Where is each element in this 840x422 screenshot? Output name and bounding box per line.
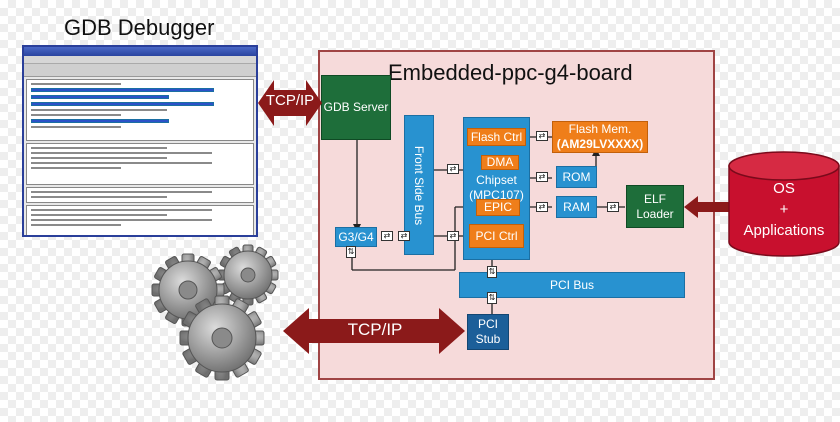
debugger-data-pane	[26, 79, 254, 141]
os-line3: Applications	[743, 222, 825, 239]
switch-icon: ⇄	[536, 172, 548, 182]
flash-mem-label-line2: (AM29LVXXXX)	[556, 137, 644, 151]
switch-icon: ⇄	[536, 202, 548, 212]
os-line1: OS	[773, 180, 795, 197]
gear-icon	[151, 244, 279, 381]
pci-ctrl-block: PCI Ctrl	[469, 224, 524, 248]
double-arrow-icon	[283, 308, 465, 354]
flash-ctrl-block: Flash Ctrl	[467, 128, 526, 146]
flash-mem-label: Flash Mem. (AM29LVXXXX)	[557, 122, 643, 152]
epic-label: EPIC	[483, 200, 512, 214]
debugger-source-pane	[26, 143, 254, 185]
debugger-window	[22, 45, 258, 237]
os-apps-label: OS + Applications	[728, 178, 840, 241]
elf-loader-label: ELF Loader	[636, 192, 673, 222]
debugger-toolbar	[24, 64, 256, 77]
g3g4-label: G3/G4	[338, 229, 374, 244]
debugger-asm-pane	[26, 187, 254, 203]
switch-icon: ⇄	[607, 202, 619, 212]
switch-icon: ⇅	[487, 266, 497, 278]
switch-icon: ⇄	[447, 164, 459, 174]
debugger-title: GDB Debugger	[64, 15, 215, 40]
database-cylinder-icon	[728, 151, 840, 257]
ram-block: RAM	[556, 196, 597, 218]
elf-loader-block: ELF Loader	[626, 185, 684, 228]
double-arrow-icon	[258, 80, 322, 126]
flash-mem-block: Flash Mem. (AM29LVXXXX)	[552, 121, 648, 153]
pci-stub-label: PCI Stub	[476, 317, 501, 347]
pci-bus-label: PCI Bus	[549, 277, 594, 292]
switch-icon: ⇄	[447, 231, 459, 241]
epic-block: EPIC	[476, 199, 520, 216]
tcpip-bottom-label: TCP/IP	[347, 320, 403, 339]
board-title: Embedded-ppc-g4-board	[388, 60, 633, 85]
elf-loader-label-line1: ELF	[643, 191, 666, 206]
gdb-server-block: GDB Server	[321, 75, 391, 140]
flash-mem-label-line1: Flash Mem.	[568, 122, 632, 136]
g3g4-block: G3/G4	[335, 227, 377, 247]
pci-stub-label-line1: PCI	[477, 317, 498, 331]
chipset-label: Chipset (MPC107)	[469, 173, 524, 203]
debugger-console-pane	[26, 205, 254, 235]
ram-label: RAM	[563, 199, 590, 214]
debugger-menubar	[24, 56, 256, 64]
gdb-server-label: GDB Server	[323, 100, 389, 114]
tcpip-top-label: TCP/IP	[265, 92, 315, 109]
switch-icon: ⇅	[487, 292, 497, 304]
debugger-titlebar	[24, 47, 256, 56]
switch-icon: ⇄	[398, 231, 410, 241]
flash-ctrl-label: Flash Ctrl	[470, 129, 523, 144]
os-line2: +	[779, 201, 789, 218]
arrow-icon	[684, 196, 732, 218]
chipset-label-line2: (MPC107)	[469, 188, 524, 202]
switch-icon: ⇅	[346, 246, 356, 258]
rom-block: ROM	[556, 166, 597, 188]
pci-ctrl-label: PCI Ctrl	[475, 228, 518, 243]
elf-loader-label-line2: Loader	[636, 206, 674, 221]
rom-label: ROM	[562, 169, 591, 184]
dma-label: DMA	[486, 155, 514, 169]
dma-block: DMA	[481, 155, 519, 170]
switch-icon: ⇄	[381, 231, 393, 241]
pci-stub-label-line2: Stub	[475, 332, 501, 346]
pci-stub-block: PCI Stub	[467, 314, 509, 350]
chipset-label-line1: Chipset	[476, 173, 517, 187]
switch-icon: ⇄	[536, 131, 548, 141]
front-side-bus-label: Front Side Bus	[412, 145, 427, 225]
